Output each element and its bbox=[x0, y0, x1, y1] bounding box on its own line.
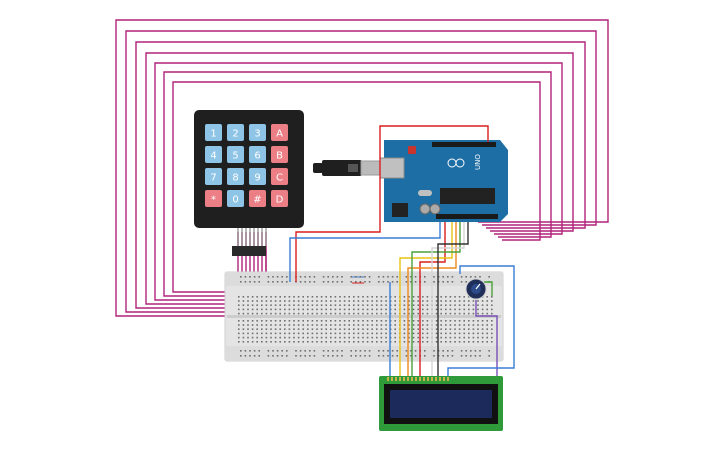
lcd-pin bbox=[391, 377, 393, 381]
keypad-key-label: 3 bbox=[254, 129, 260, 140]
keypad-key-label: 6 bbox=[254, 151, 260, 162]
keypad-key-label: D bbox=[276, 195, 284, 206]
keypad-key-label: C bbox=[276, 173, 283, 184]
keypad-key-label: 1 bbox=[210, 129, 216, 140]
lcd-pin bbox=[431, 377, 433, 381]
keypad-key bbox=[271, 146, 288, 163]
arduino-logo: UNO bbox=[447, 154, 482, 170]
lcd-pin bbox=[423, 377, 425, 381]
arduino-capacitor-1 bbox=[419, 203, 431, 215]
arduino-capacitor-2 bbox=[429, 203, 441, 215]
lcd-pin bbox=[443, 377, 445, 381]
lcd-pin bbox=[439, 377, 441, 381]
usb-plug-icon bbox=[313, 160, 384, 176]
wire-black bbox=[437, 222, 469, 378]
keypad-key bbox=[271, 168, 288, 185]
keypad-key bbox=[227, 190, 244, 207]
keypad-key bbox=[249, 168, 266, 185]
wire-green bbox=[411, 222, 461, 378]
keypad-key-label: # bbox=[253, 195, 261, 206]
keypad-key bbox=[249, 190, 266, 207]
lcd-pin bbox=[395, 377, 397, 381]
keypad-key bbox=[205, 124, 222, 141]
lcd-pin bbox=[403, 377, 405, 381]
arduino-crystal bbox=[418, 190, 432, 196]
arduino-model-label: UNO bbox=[474, 154, 482, 170]
arduino-header-bottom bbox=[436, 214, 498, 219]
breadboard-rail-bottom bbox=[225, 346, 503, 361]
keypad-key-label: 8 bbox=[232, 173, 238, 184]
keypad-key-label: * bbox=[211, 195, 216, 206]
arduino-header-top bbox=[432, 142, 496, 147]
wire-blue bbox=[289, 222, 441, 282]
arduino-chip bbox=[440, 188, 495, 204]
keypad-key bbox=[271, 124, 288, 141]
wire-5v-red bbox=[295, 125, 489, 282]
keypad-key bbox=[205, 146, 222, 163]
keypad-connector-pins bbox=[237, 228, 267, 246]
breadboard-rail-top bbox=[225, 272, 503, 286]
keypad-key-label: 4 bbox=[210, 151, 216, 162]
lcd-pin bbox=[399, 377, 401, 381]
keypad-key bbox=[271, 190, 288, 207]
lcd-pin bbox=[447, 377, 449, 381]
keypad-ribbon bbox=[237, 232, 267, 288]
keypad-header bbox=[232, 246, 266, 256]
breadboard-center-channel bbox=[227, 315, 501, 318]
lcd-pin bbox=[419, 377, 421, 381]
wire-yellow bbox=[399, 222, 453, 378]
lcd-header-pins bbox=[387, 377, 449, 381]
wire-pot-green bbox=[484, 281, 493, 296]
keypad-key bbox=[205, 190, 222, 207]
lcd-pin bbox=[415, 377, 417, 381]
keypad-key-label: 5 bbox=[232, 151, 238, 162]
wire-white bbox=[431, 222, 465, 378]
lcd-pin bbox=[411, 377, 413, 381]
potentiometer-icon bbox=[465, 278, 487, 300]
arduino-uno: UNO bbox=[379, 140, 508, 222]
keypad-key-label: 9 bbox=[254, 173, 260, 184]
keypad-key bbox=[249, 124, 266, 141]
lcd-pin bbox=[427, 377, 429, 381]
lcd-pin bbox=[435, 377, 437, 381]
arduino-usb-port bbox=[379, 157, 405, 179]
keypad-4x4: 1 2 3 A 4 5 6 B 7 8 9 C * 0 # D bbox=[194, 110, 304, 256]
breadboard bbox=[224, 271, 504, 362]
keypad-key bbox=[227, 168, 244, 185]
keypad-keys: 1 2 3 A 4 5 6 B 7 8 9 C * 0 # D bbox=[205, 124, 288, 207]
keypad-key bbox=[227, 146, 244, 163]
keypad-key-label: 7 bbox=[210, 173, 216, 184]
keypad-key-label: B bbox=[276, 151, 283, 162]
lcd-16x2 bbox=[379, 376, 503, 431]
keypad-key-label: 2 bbox=[232, 129, 238, 140]
lcd-screen bbox=[390, 390, 492, 418]
lcd-pin bbox=[407, 377, 409, 381]
keypad-key bbox=[227, 124, 244, 141]
keypad-key bbox=[249, 146, 266, 163]
wire-pot-blue bbox=[447, 265, 515, 378]
keypad-key-label: A bbox=[276, 129, 283, 140]
arduino-power-jack bbox=[392, 203, 408, 217]
keypad-key bbox=[205, 168, 222, 185]
arduino-reset-button bbox=[408, 146, 416, 154]
lcd-pin bbox=[387, 377, 389, 381]
keypad-key-label: 0 bbox=[232, 195, 238, 206]
